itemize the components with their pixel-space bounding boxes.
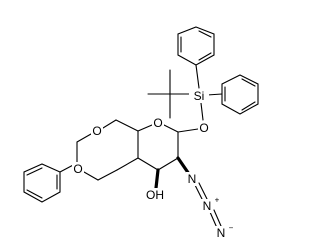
atom-glyco-o: O <box>198 121 210 135</box>
azide-n3-charge: − <box>229 224 234 233</box>
acetal-ring <box>76 119 139 181</box>
glycosidic-oxygen-label: O <box>199 121 208 135</box>
phenyl-ring-acetal <box>23 162 78 203</box>
ring-oxygen-label: O <box>153 116 162 130</box>
atom-azide-n3: N − <box>215 224 234 240</box>
hydroxyl-bond <box>154 168 160 190</box>
phenyl-ring-top <box>177 26 215 66</box>
azide-n2-label: N <box>203 199 212 213</box>
si-label: Si <box>194 89 205 103</box>
atom-si: Si <box>189 89 209 103</box>
atom-acetal-o1: O <box>91 124 103 138</box>
acetal-oxygen-lower-label: O <box>73 162 82 176</box>
atom-acetal-o2: O <box>72 162 84 176</box>
azide-bonds <box>176 156 222 229</box>
phenyl-ring-right <box>221 74 259 115</box>
atom-hydroxyl: OH <box>143 188 167 202</box>
atom-azide-n2: N + <box>201 196 220 213</box>
pyranose-ring <box>137 124 199 171</box>
hydroxyl-label: OH <box>146 188 164 202</box>
acetal-oxygen-upper-label: O <box>92 124 101 138</box>
atom-azide-n1: N <box>186 172 198 186</box>
silyl-bonds <box>147 64 223 121</box>
structure-diagram: Si O O O O OH N N + N − <box>23 26 259 240</box>
azide-n2-charge: + <box>215 196 220 205</box>
azide-n3-label: N <box>217 226 226 240</box>
atom-ring-o: O <box>152 116 164 130</box>
azide-n1-label: N <box>188 172 197 186</box>
